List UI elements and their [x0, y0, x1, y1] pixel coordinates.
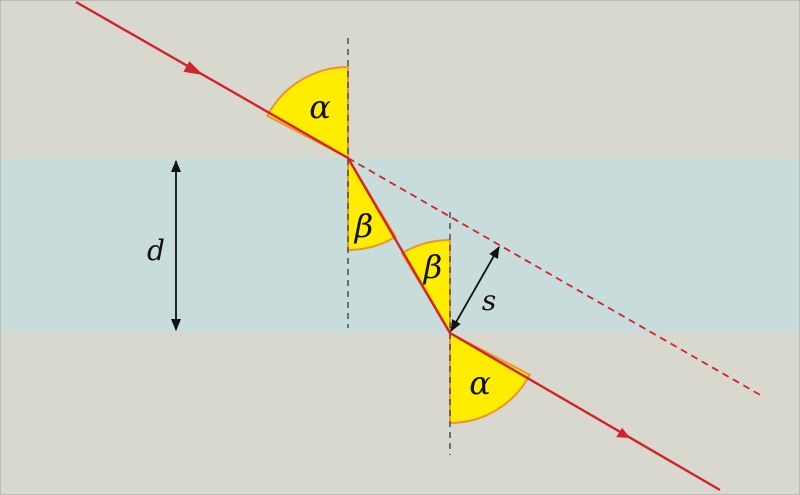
beta-label-bottom: β — [423, 248, 443, 286]
undeviated-ray-extension — [347, 157, 763, 397]
alpha-sector-bottom — [449, 331, 532, 425]
lower-medium — [0, 333, 800, 495]
alpha-label-top: α — [309, 88, 331, 126]
light-ray — [75, 0, 721, 492]
alpha-sector-top — [266, 65, 349, 160]
ray-arrow-exit — [616, 427, 630, 438]
beta-label-top: β — [354, 207, 374, 245]
shift-label: s — [482, 284, 496, 317]
shift-arrow — [450, 246, 500, 332]
upper-medium — [0, 0, 800, 158]
thickness-label: d — [147, 234, 165, 267]
ray-arrow-incident — [183, 61, 203, 75]
alpha-label-bottom: α — [469, 364, 491, 402]
